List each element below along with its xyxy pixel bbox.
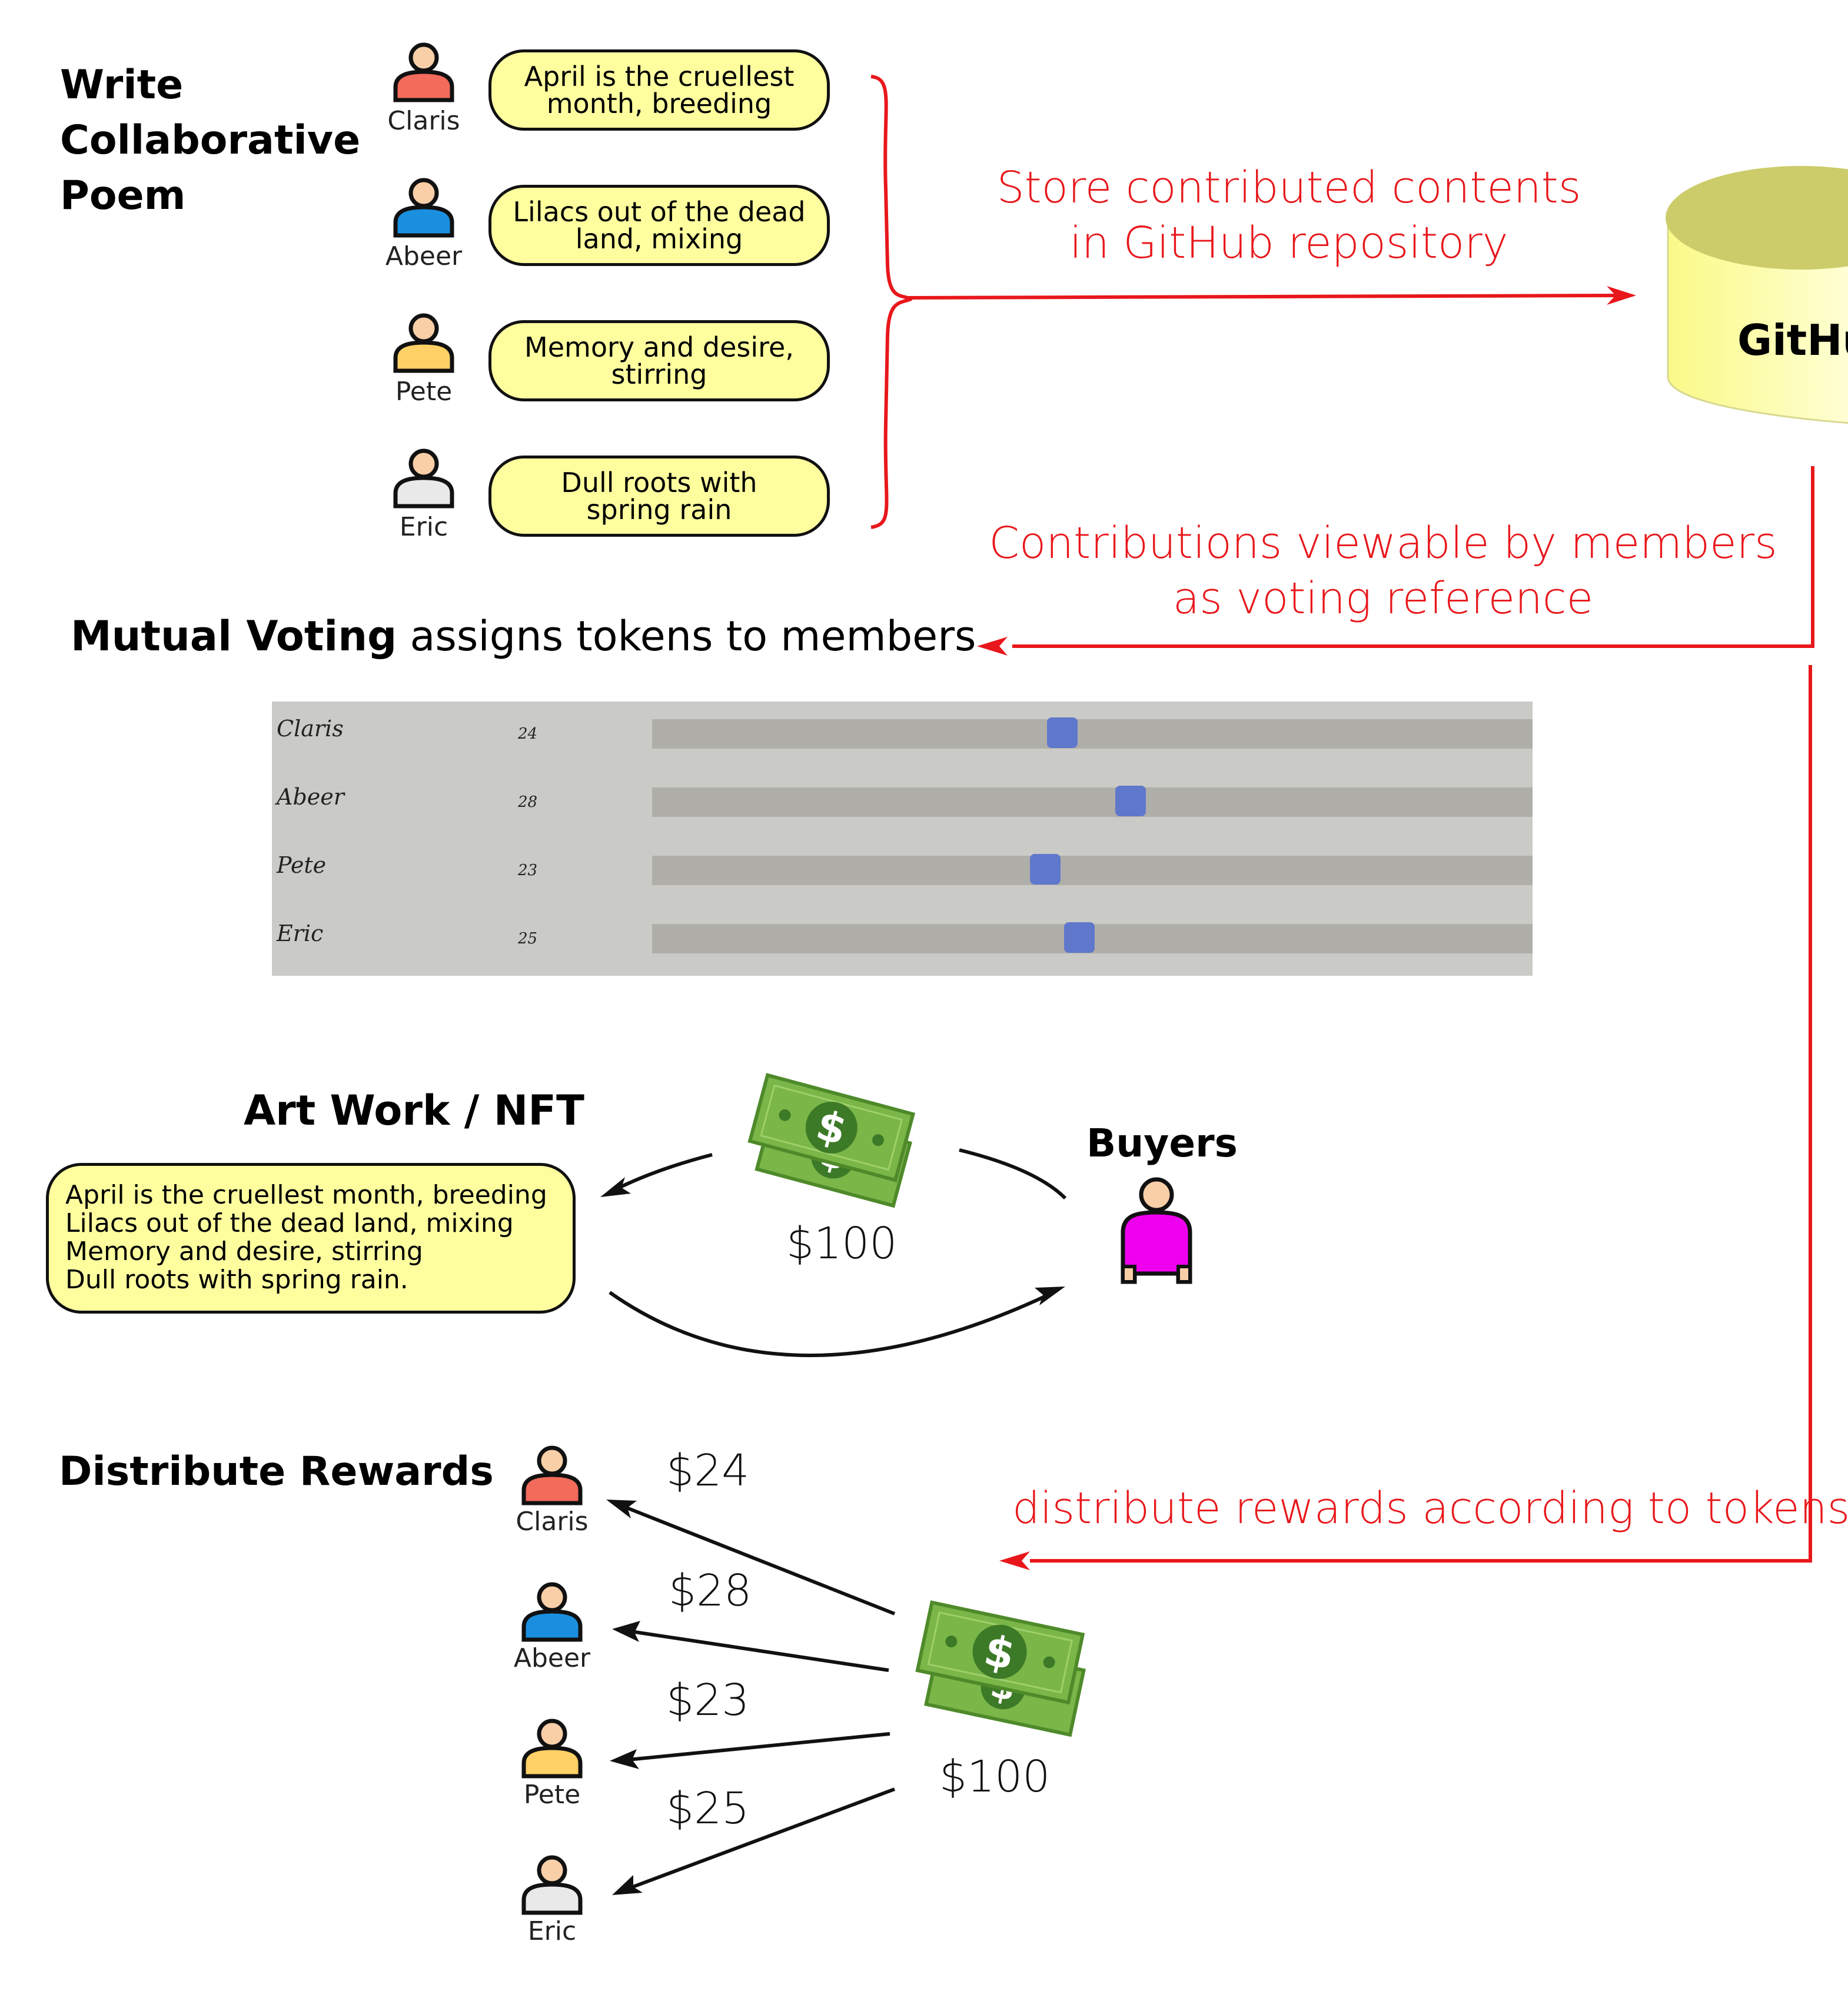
sale-price: $100 — [786, 1218, 898, 1269]
recipient-avatar — [517, 1444, 587, 1511]
recipient-amount: $25 — [666, 1783, 750, 1834]
recipient-amount: $23 — [666, 1675, 750, 1726]
rewards-label: distribute rewards according to tokens — [1012, 1483, 1848, 1534]
vote-slider-track[interactable] — [652, 787, 1533, 817]
github-label: GitHu — [1737, 315, 1848, 365]
dollar-bills-icon: $ $ — [915, 1600, 1086, 1737]
artwork-heading: Art Work / NFT — [244, 1086, 584, 1135]
voting-heading-bold: Mutual Voting — [71, 612, 397, 660]
contributor-name: Claris — [387, 106, 460, 136]
person-icon-claris — [521, 1445, 583, 1505]
contributor-name: Abeer — [385, 241, 463, 271]
contribution-bubble: Lilacs out of the dead land, mixing — [488, 185, 830, 266]
vote-slider-track[interactable] — [652, 856, 1533, 885]
vote-row: Pete 23 — [272, 838, 1533, 906]
contributor-avatar — [388, 312, 459, 379]
artwork-poem-line: Dull roots with spring rain. — [65, 1265, 408, 1295]
person-icon-abeer — [521, 1582, 583, 1642]
vote-member-name: Claris — [277, 716, 344, 742]
recipient-avatar — [517, 1854, 587, 1921]
contributor-avatar — [388, 41, 459, 108]
recipient-amount: $24 — [666, 1445, 750, 1496]
recipient-avatar — [517, 1581, 587, 1648]
vote-slider-thumb[interactable] — [1046, 717, 1078, 748]
buyer-person-icon — [1121, 1177, 1192, 1284]
vote-slider-track[interactable] — [652, 719, 1533, 749]
voting-heading-rest: assigns tokens to members — [397, 612, 976, 660]
vote-slider-thumb[interactable] — [1115, 786, 1146, 816]
artwork-poem-line: Lilacs out of the dead land, mixing — [65, 1208, 514, 1238]
person-icon-pete — [393, 313, 454, 373]
person-icon-claris — [393, 42, 454, 102]
vote-token-value: 28 — [518, 793, 538, 811]
contributor-avatar — [388, 447, 459, 514]
vote-member-name: Abeer — [277, 784, 344, 810]
vote-token-value: 23 — [518, 862, 538, 879]
distribute-heading: Distribute Rewards — [59, 1448, 494, 1495]
contribution-bubble: April is the cruellest month, breeding — [488, 49, 830, 131]
store-label: Store contributed contents in GitHub rep… — [996, 162, 1581, 268]
vote-row: Claris 24 — [272, 702, 1533, 770]
artwork-poem-line: Memory and desire, stirring — [65, 1237, 423, 1267]
voting-heading: Mutual Voting assigns tokens to members — [71, 612, 976, 660]
buyers-label: Buyers — [1086, 1121, 1238, 1166]
vote-row: Abeer 28 — [272, 770, 1533, 838]
vote-member-name: Pete — [277, 852, 327, 878]
artwork-poem-line: April is the cruellest month, breeding — [65, 1180, 547, 1210]
vote-token-value: 25 — [518, 930, 538, 948]
recipient-name: Abeer — [513, 1643, 591, 1673]
vote-slider-thumb[interactable] — [1063, 922, 1095, 953]
vote-token-value: 24 — [518, 725, 538, 743]
contributor-name: Eric — [399, 512, 448, 542]
vote-member-name: Eric — [277, 920, 324, 946]
recipient-name: Pete — [523, 1780, 581, 1810]
dollar-bills-icon: $ $ — [747, 1073, 916, 1208]
person-icon-pete — [521, 1719, 583, 1779]
person-icon-eric — [521, 1855, 583, 1915]
contribution-bubble: Dull roots with spring rain — [488, 456, 830, 537]
contributor-name: Pete — [395, 377, 453, 407]
store-arrow — [906, 286, 1636, 305]
contributor-avatar — [388, 177, 459, 244]
reward-total: $100 — [939, 1751, 1051, 1802]
github-repository-icon — [1666, 166, 1848, 424]
vote-row: Eric 25 — [272, 906, 1533, 975]
write-poem-heading: Write Collaborative Poem — [60, 62, 361, 219]
recipient-amount: $28 — [669, 1565, 752, 1616]
viewable-label: Contributions viewable by members as vot… — [989, 518, 1777, 624]
recipient-avatar — [517, 1717, 587, 1784]
person-icon-eric — [393, 448, 454, 508]
recipient-name: Claris — [516, 1507, 589, 1537]
vote-slider-thumb[interactable] — [1029, 854, 1061, 885]
person-icon-abeer — [393, 178, 454, 238]
contribution-bubble: Memory and desire, stirring — [488, 320, 830, 401]
recipient-name: Eric — [527, 1916, 577, 1946]
